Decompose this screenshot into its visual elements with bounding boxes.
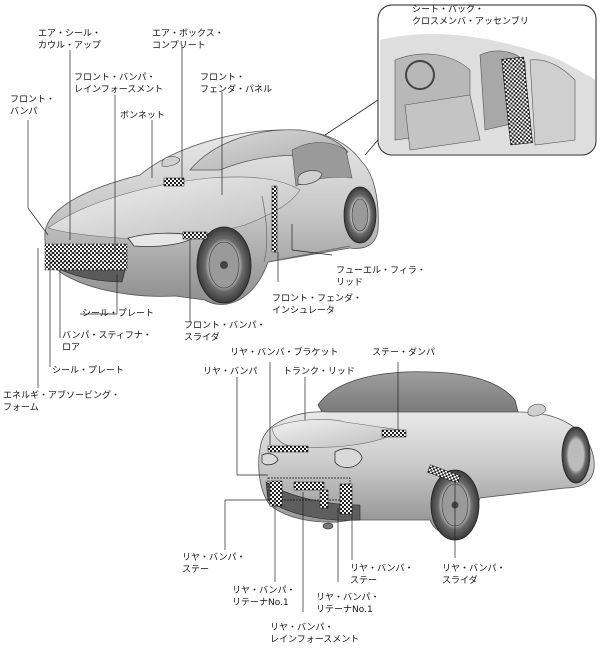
- front-car-illustration: [45, 130, 378, 305]
- label-rear-bumper-bracket: リヤ・バンパ・ブラケット: [230, 347, 338, 359]
- label-stay-damper: ステー・ダンパ: [372, 347, 435, 359]
- label-seat-back-crossmember: シート・バック・ クロスメンバ・アッセンブリ: [412, 4, 529, 28]
- label-front-fender-insulator: フロント・フェンダ・ インシュレータ: [272, 293, 362, 317]
- label-seal-plate-upper: シール・プレート: [82, 308, 154, 320]
- label-air-box-complete: エア・ボックス・ コンプリート: [152, 28, 224, 52]
- label-rear-bumper: リヤ・バンパ: [203, 366, 257, 378]
- label-bonnet: ボンネット: [120, 110, 165, 122]
- label-rear-bumper-stay-right: リヤ・バンパ・ ステー: [350, 563, 413, 587]
- label-rear-bumper-retainer-left: リヤ・バンパ・ リテーナNo.1: [232, 585, 295, 609]
- label-seal-plate-lower: シール・プレート: [52, 365, 124, 377]
- label-front-fender-panel: フロント・ フェンダ・パネル: [200, 72, 272, 96]
- label-fuel-filler-lid: フューエル・フィラ・ リッド: [336, 265, 426, 289]
- label-trunk-lid: トランク・リッド: [283, 366, 355, 378]
- label-front-bumper-reinforcement: フロント・バンパ・ レインフォースメント: [74, 72, 163, 96]
- label-rear-bumper-slider: リヤ・バンパ・ スライダ: [442, 563, 505, 587]
- label-rear-bumper-retainer-right: リヤ・バンパ・ リテーナNo.1: [316, 592, 379, 616]
- label-front-bumper: フロント・ バンパ: [10, 94, 55, 118]
- label-rear-bumper-reinforcement: リヤ・バンパ・ レインフォースメント: [270, 622, 359, 646]
- label-energy-absorbing-foam: エネルギ・アブソービング・ フォーム: [3, 390, 120, 414]
- rear-car-illustration: [259, 372, 595, 540]
- label-air-seal-cowl-up: エア・シール・ カウル・アップ: [38, 28, 101, 52]
- label-bumper-stiffener-lower: バンパ・スティフナ・ ロア: [62, 330, 152, 354]
- label-front-bumper-slider: フロント・バンパ・ スライダ: [184, 320, 265, 344]
- label-rear-bumper-stay-left: リヤ・バンパ・ ステー: [182, 552, 245, 576]
